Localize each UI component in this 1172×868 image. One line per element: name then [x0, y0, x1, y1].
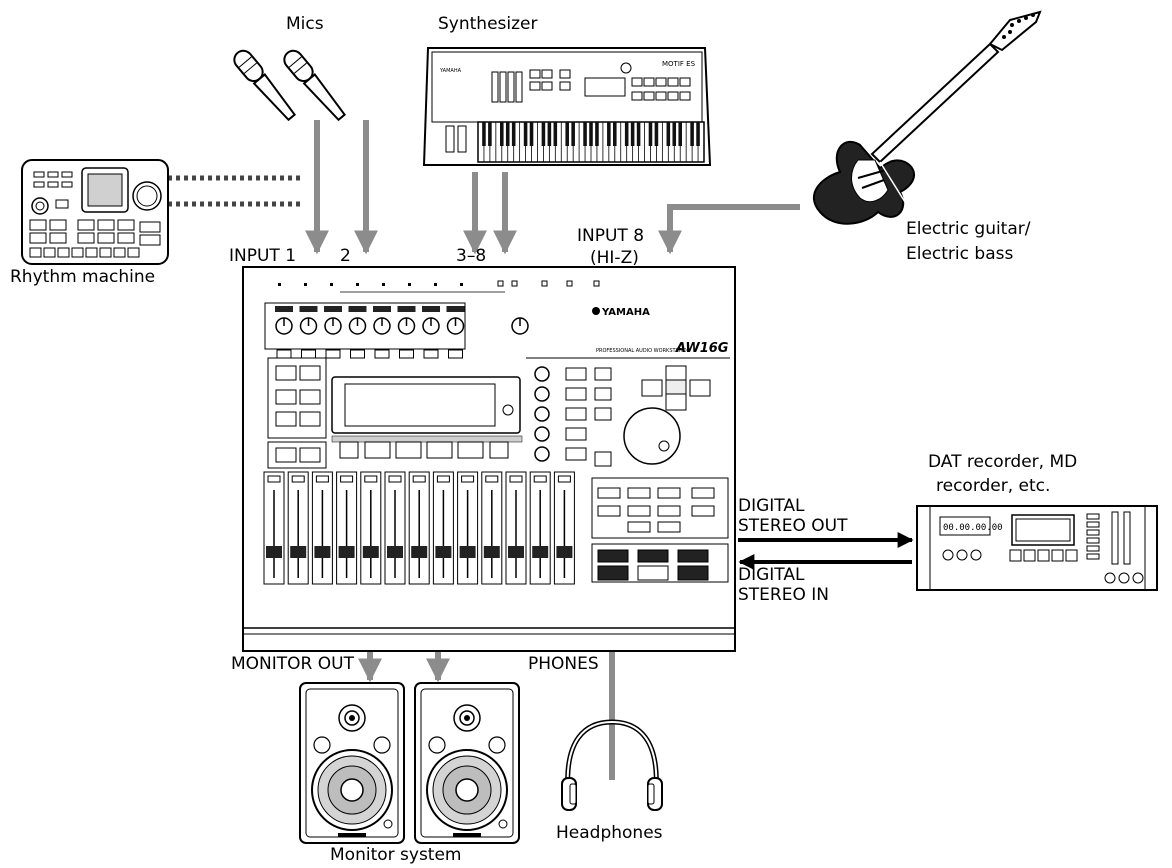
label-monitor-out: MONITOR OUT — [231, 654, 354, 675]
dat-display-text: 00.00.00.00 — [943, 523, 1003, 533]
label-digital-out: DIGITAL — [738, 496, 804, 517]
label-input-8-hiz: (HI-Z) — [590, 248, 639, 269]
mixer-brand: YAMAHA — [601, 307, 650, 318]
svg-text:YAMAHA: YAMAHA — [439, 68, 462, 74]
svg-text:MOTIF ES: MOTIF ES — [662, 60, 696, 68]
label-phones: PHONES — [528, 654, 599, 675]
transport-section — [592, 478, 728, 582]
label-headphones: Headphones — [556, 823, 663, 844]
label-mics: Mics — [286, 14, 324, 35]
microphone-icon — [231, 47, 349, 123]
label-input-2: 2 — [340, 246, 351, 267]
label-digital-in-2: STEREO IN — [738, 585, 829, 606]
mixer-icon: YAMAHA PROFESSIONAL AUDIO WORKSTATION AW… — [243, 267, 735, 651]
label-input-8: INPUT 8 — [577, 226, 644, 247]
label-dat-recorder-2: recorder, etc. — [936, 476, 1050, 497]
label-rhythm-machine: Rhythm machine — [10, 267, 155, 288]
label-digital-in: DIGITAL — [738, 565, 804, 586]
speaker-icon — [300, 683, 519, 843]
cable-guitar — [670, 207, 800, 252]
label-electric-guitar: Electric guitar/ — [906, 219, 1031, 240]
dat-recorder-icon: 00.00.00.00 — [917, 506, 1157, 590]
mixer-model: AW16G — [675, 341, 729, 356]
synthesizer-icon: YAMAHA MOTIF ES — [424, 48, 710, 165]
rhythm-machine-icon — [22, 160, 168, 264]
label-monitor-system: Monitor system — [330, 845, 461, 866]
label-electric-bass: Electric bass — [906, 244, 1013, 265]
label-input-3-8: 3–8 — [456, 246, 486, 267]
label-synthesizer: Synthesizer — [438, 14, 537, 35]
label-dat-recorder: DAT recorder, MD — [928, 452, 1077, 473]
guitar-icon — [814, 12, 1040, 224]
label-input-1: INPUT 1 — [229, 246, 296, 267]
data-wheel — [624, 408, 680, 464]
label-digital-out-2: STEREO OUT — [738, 516, 847, 537]
